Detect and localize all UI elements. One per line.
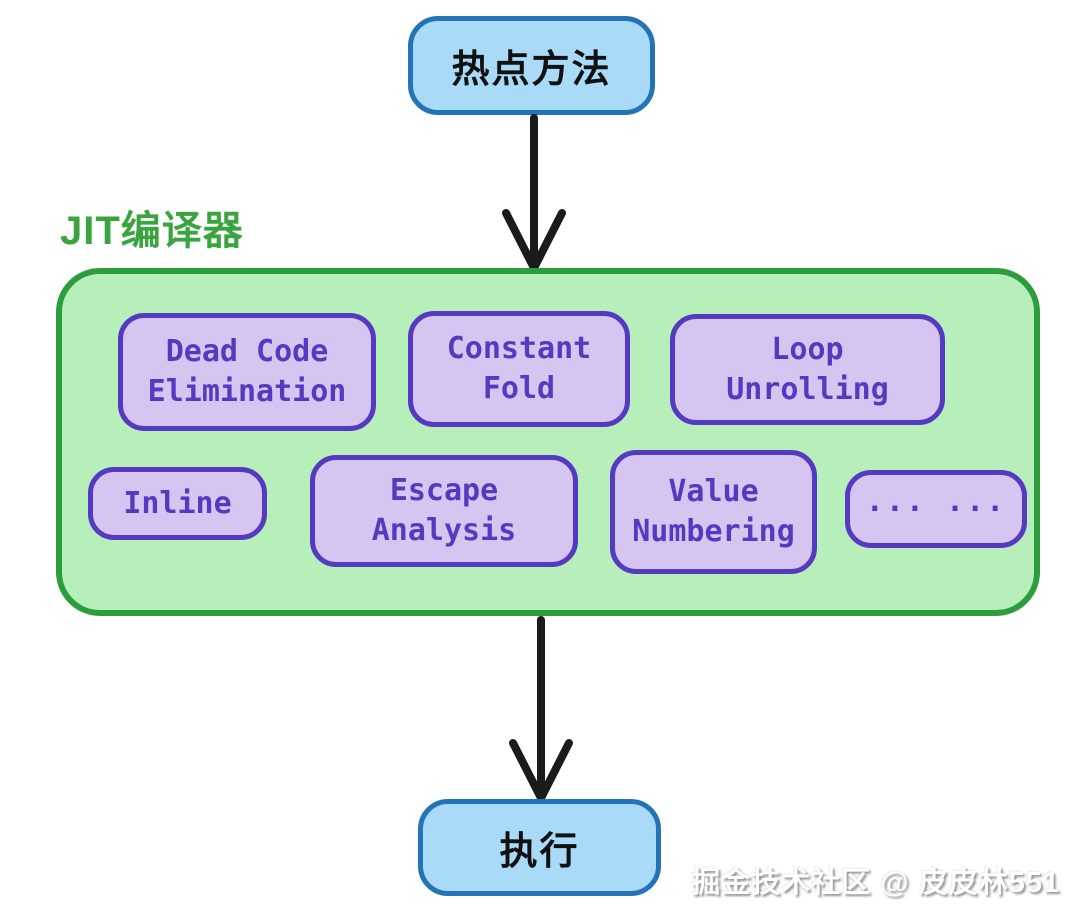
hot-method-node: 热点方法 — [408, 16, 655, 115]
arrow-jit-to-exec — [509, 616, 573, 802]
hot-method-label: 热点方法 — [451, 49, 612, 91]
optimization-label: Constant Fold — [446, 331, 592, 406]
optimization-escape-analysis: Escape Analysis — [310, 455, 578, 567]
optimization-loop-unrolling: Loop Unrolling — [670, 314, 945, 425]
optimization-more-ellipsis: ... ... — [845, 470, 1027, 548]
optimization-value-numbering: Value Numbering — [610, 450, 817, 574]
optimization-label: Value Numbering — [632, 474, 795, 549]
optimization-label: Loop Unrolling — [726, 331, 889, 407]
optimization-dead-code-elimination: Dead Code Elimination — [118, 313, 376, 431]
arrow-hot-to-jit — [502, 114, 566, 272]
optimization-constant-fold: Constant Fold — [408, 311, 630, 427]
optimization-label: Dead Code Elimination — [147, 334, 347, 409]
execute-label: 执行 — [499, 831, 580, 873]
optimization-label: Inline — [123, 485, 232, 521]
execute-node: 执行 — [418, 799, 661, 896]
watermark-text: 掘金技术社区 @ 皮皮林551 — [691, 867, 1060, 899]
optimization-label: Escape Analysis — [371, 473, 517, 548]
optimization-label: ... ... — [865, 484, 1007, 520]
jit-compiler-label: JIT编译器 — [60, 209, 244, 253]
optimization-inline: Inline — [88, 467, 267, 540]
